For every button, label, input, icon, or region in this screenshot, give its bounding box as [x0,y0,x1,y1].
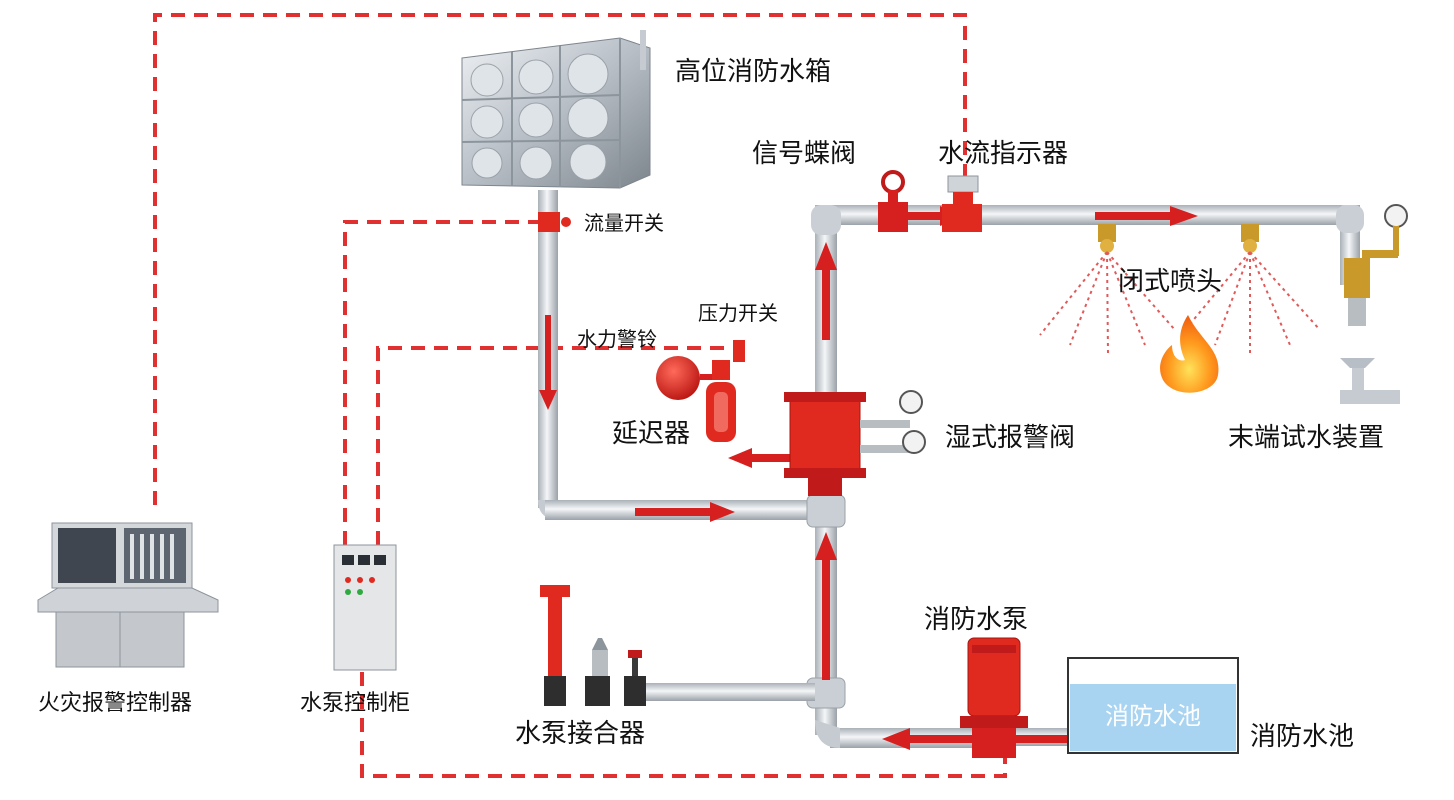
flow-arrow-right-bottom-branch [635,502,735,522]
fire-alarm-controller [37,522,219,668]
sprinkler-head-right [1241,224,1259,253]
label-end-test-device: 末端试水装置 [1228,423,1384,453]
flow-arrow-left-retard [728,448,790,468]
pressure-switch [733,340,745,362]
flow-arrow-up-riser-lower [815,532,837,680]
pool-inner-label: 消防水池 [1105,702,1201,730]
fire-icon [1160,315,1219,393]
fire-pump-connector [540,585,646,706]
wet-alarm-valve [784,390,926,496]
label-signal-butterfly-valve: 信号蝶阀 [752,139,856,169]
label-water-motor-alarm: 水力警铃 [577,327,657,351]
closed-sprinkler-heads [1039,224,1321,356]
label-closed-sprinkler: 闭式喷头 [1118,267,1222,297]
label-fire-alarm-controller: 火灾报警控制器 [38,691,192,716]
label-retard-chamber: 延迟器 [612,419,690,449]
high-level-fire-water-tank [461,30,651,189]
water-flow-indicator [942,175,982,232]
labels: 高位消防水箱 流量开关 信号蝶阀 水流指示器 压力开关 水力警铃 延迟器 湿式报… [38,57,1384,752]
label-water-flow-indicator: 水流指示器 [938,139,1068,169]
flow-switch [538,212,571,232]
label-pump-connector: 水泵接合器 [515,719,645,749]
pump-control-cabinet [333,544,397,671]
signal-line-cabinet-to-pressure-switch [376,346,740,545]
flow-arrow-down-tank [539,315,557,410]
signal-line-cabinet-to-flow-switch [343,220,545,545]
label-pump-control-cabinet: 水泵控制柜 [300,691,410,716]
signal-line-controller-to-flow-indicator [153,13,967,505]
label-pressure-switch: 压力开关 [698,301,778,325]
label-fire-water-pool: 消防水池 [1250,722,1354,752]
sprinkler-head-left [1098,224,1116,253]
fire-pump [960,637,1028,758]
retard-chamber [706,360,736,442]
label-fire-pump: 消防水泵 [924,605,1028,635]
fire-water-pool: 消防水池 [1067,657,1239,754]
flow-arrow-right-top-main [1095,206,1198,226]
label-wet-alarm-valve: 湿式报警阀 [945,423,1075,453]
water-spray [1039,251,1321,356]
flow-arrow-up-riser-upper [815,242,837,340]
label-flow-switch: 流量开关 [584,211,664,235]
label-high-tank: 高位消防水箱 [675,57,831,87]
end-test-device [1344,204,1408,326]
signal-butterfly-valve [878,170,908,232]
